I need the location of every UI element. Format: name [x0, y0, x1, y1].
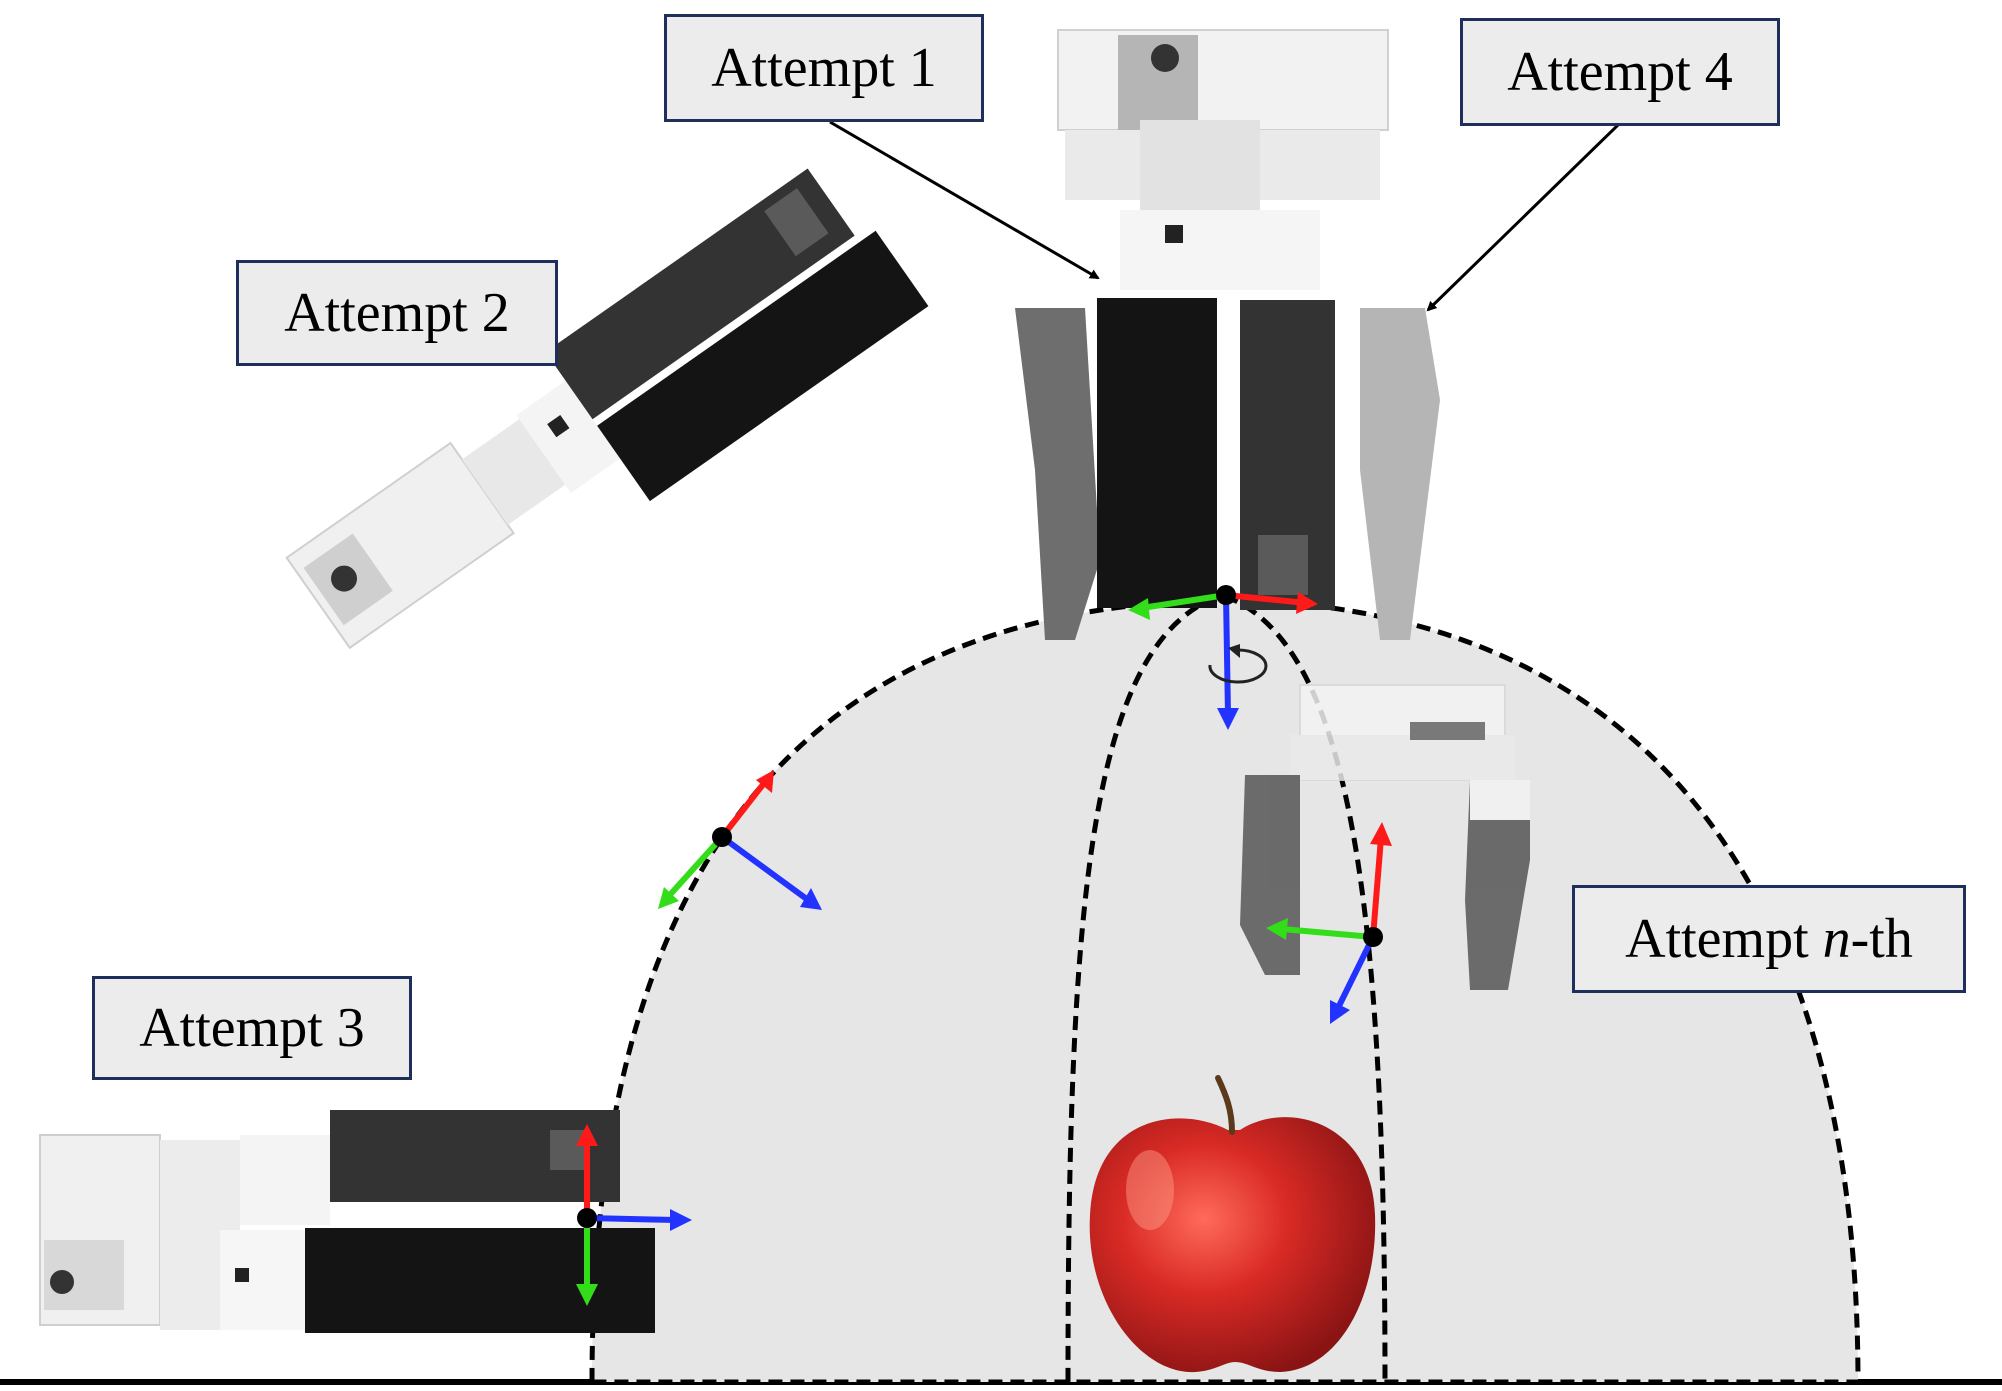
x-axis-arrowhead: [576, 1124, 598, 1146]
z-axis-arrowhead: [1330, 1000, 1350, 1024]
label-attempt1: Attempt 1: [664, 14, 984, 122]
frame-origin: [1216, 585, 1236, 605]
label-attempt2-text: Attempt 2: [284, 282, 510, 344]
label-attempt-n-prefix: Attempt: [1625, 908, 1823, 970]
y-axis-arrow: [665, 834, 725, 900]
pointer-attempt1: [829, 120, 1100, 280]
label-attempt4-text: Attempt 4: [1507, 41, 1733, 103]
y-axis-arrowhead: [576, 1284, 598, 1306]
z-axis-arrow: [1223, 594, 1231, 716]
gripper-attempt2: [285, 168, 929, 650]
frame-attempt3: [576, 1124, 692, 1306]
z-axis-arrow: [1334, 935, 1376, 1012]
y-axis-arrowhead: [1266, 918, 1288, 940]
gripper-attempt3: [39, 1110, 655, 1333]
frame-attempt-n: [1266, 822, 1392, 1024]
label-attempt3-text: Attempt 3: [139, 997, 365, 1059]
label-attempt3: Attempt 3: [92, 976, 412, 1080]
z-axis-arrowhead: [1217, 708, 1239, 730]
hemisphere-meridian: [1065, 592, 1388, 1383]
gripper-attempt-n: [1240, 684, 1530, 990]
z-axis-arrow: [586, 1215, 677, 1223]
pointer-attempt4: [1426, 123, 1620, 312]
x-axis-arrowhead: [756, 770, 774, 793]
x-axis-arrowhead: [1370, 822, 1392, 846]
x-axis-arrow: [1370, 837, 1384, 938]
gripper-top: [1015, 29, 1440, 640]
label-attempt-n-var: n: [1822, 908, 1851, 970]
frame-origin: [1363, 927, 1383, 947]
y-axis-arrow: [1281, 926, 1374, 940]
frame-attempt1: [1128, 585, 1318, 730]
rotation-arrow-icon: [1208, 644, 1268, 684]
apple-icon: [1089, 1075, 1376, 1373]
label-attempt4: Attempt 4: [1460, 18, 1780, 126]
label-attempt2: Attempt 2: [236, 260, 558, 366]
y-axis-arrow: [1141, 592, 1227, 611]
z-axis-arrowhead: [670, 1209, 692, 1231]
label-attempt-n-suffix: -th: [1850, 908, 1913, 970]
label-attempt1-text: Attempt 1: [711, 37, 937, 99]
z-axis-arrowhead: [800, 888, 822, 910]
label-attempt-n: Attempt n-th: [1572, 885, 1966, 993]
x-axis-arrow: [1225, 592, 1307, 606]
x-axis-arrow: [719, 780, 768, 839]
frame-origin: [577, 1208, 597, 1228]
frame-origin: [712, 827, 732, 847]
x-axis-arrowhead: [1296, 592, 1318, 614]
z-axis-arrow: [720, 834, 810, 903]
y-axis-arrowhead: [1128, 598, 1150, 620]
y-axis-arrowhead: [658, 887, 679, 909]
frame-attempt2: [658, 770, 822, 910]
